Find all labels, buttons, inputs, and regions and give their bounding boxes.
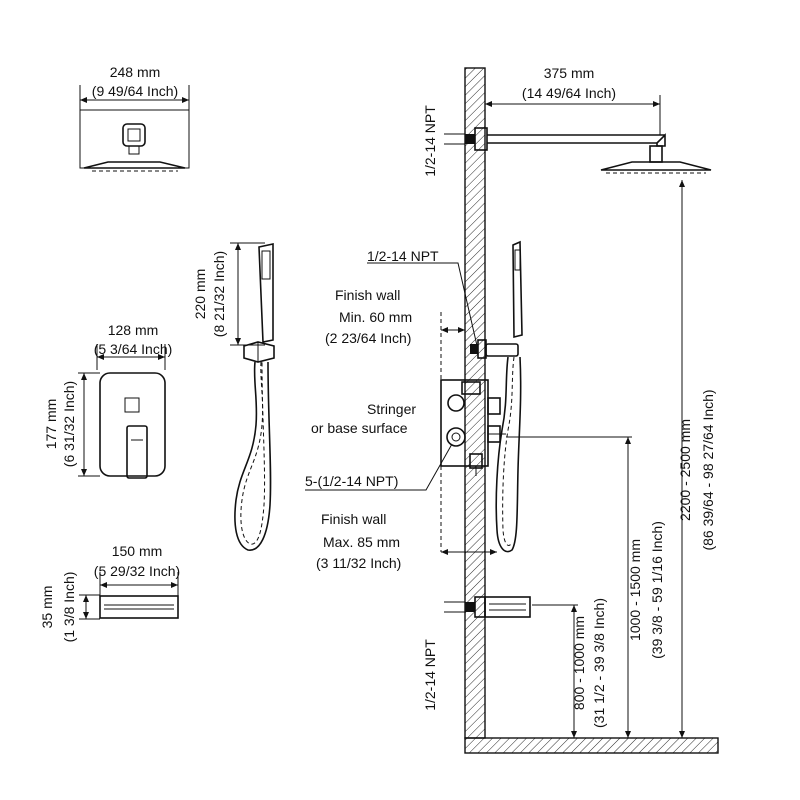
stringer-line1: Stringer <box>367 401 416 417</box>
valve-height-inch: (39 3/8 - 59 1/16 Inch) <box>649 521 665 659</box>
valve-ports-label: 5-(1/2-14 NPT) <box>305 473 398 489</box>
stringer-line2: or base surface <box>311 420 408 436</box>
spout-width-mm: 150 mm <box>112 543 163 559</box>
wall-section <box>464 67 719 754</box>
showerhead-front-view: 248 mm (9 49/64 Inch) <box>79 64 190 172</box>
finish-wall-min-line1: Finish wall <box>335 287 400 303</box>
spout-height-inch: (1 3/8 Inch) <box>61 572 77 643</box>
showerhead-width-mm: 248 mm <box>110 64 161 80</box>
finish-wall-min-line2: Min. 60 mm <box>339 309 412 325</box>
wall-tub-spout: 1/2-14 NPT <box>422 596 531 711</box>
spout-width-inch: (5 29/32 Inch) <box>94 563 180 579</box>
plate-height-mm: 177 mm <box>43 399 59 450</box>
shower-arm-assembly: 375 mm (14 49/64 Inch) 1/2-14 NPT <box>422 65 712 177</box>
finish-wall-min-line3: (2 23/64 Inch) <box>325 330 411 346</box>
npt-bracket-label: 1/2-14 NPT <box>367 248 439 264</box>
handheld-shower: 220 mm (8 21/32 Inch) <box>192 242 275 551</box>
spout-height-range-mm: 800 - 1000 mm <box>571 616 587 710</box>
spout-height-mm: 35 mm <box>39 586 55 629</box>
valve-and-bracket: Finish wall Min. 60 mm (2 23/64 Inch) 1/… <box>305 240 523 571</box>
valve-trim-plate: 128 mm (5 3/64 Inch) 177 mm (6 31/32 Inc… <box>43 322 173 479</box>
plate-height-inch: (6 31/32 Inch) <box>61 381 77 467</box>
height-dimensions: 2200 - 2500 mm (86 39/64 - 98 27/64 Inch… <box>506 180 716 738</box>
plate-width-inch: (5 3/64 Inch) <box>94 341 173 357</box>
arm-length-inch: (14 49/64 Inch) <box>522 85 616 101</box>
npt-spout-label: 1/2-14 NPT <box>422 639 438 711</box>
finish-wall-max-line3: (3 11/32 Inch) <box>316 555 401 571</box>
npt-arm-label: 1/2-14 NPT <box>422 105 438 177</box>
showerhead-width-inch: (9 49/64 Inch) <box>92 83 178 99</box>
plate-width-mm: 128 mm <box>108 322 159 338</box>
spout-height-range-inch: (31 1/2 - 39 3/8 Inch) <box>591 598 607 728</box>
arm-length-mm: 375 mm <box>544 65 595 81</box>
finish-wall-max-line2: Max. 85 mm <box>323 534 400 550</box>
head-height-mm: 2200 - 2500 mm <box>677 419 693 521</box>
finish-wall-max-line1: Finish wall <box>321 511 386 527</box>
valve-height-mm: 1000 - 1500 mm <box>627 539 643 641</box>
head-height-inch: (86 39/64 - 98 27/64 Inch) <box>700 389 716 550</box>
handheld-height-inch: (8 21/32 Inch) <box>211 251 227 337</box>
tub-spout: 150 mm (5 29/32 Inch) 35 mm (1 3/8 Inch) <box>39 543 180 642</box>
handheld-height-mm: 220 mm <box>192 269 208 320</box>
